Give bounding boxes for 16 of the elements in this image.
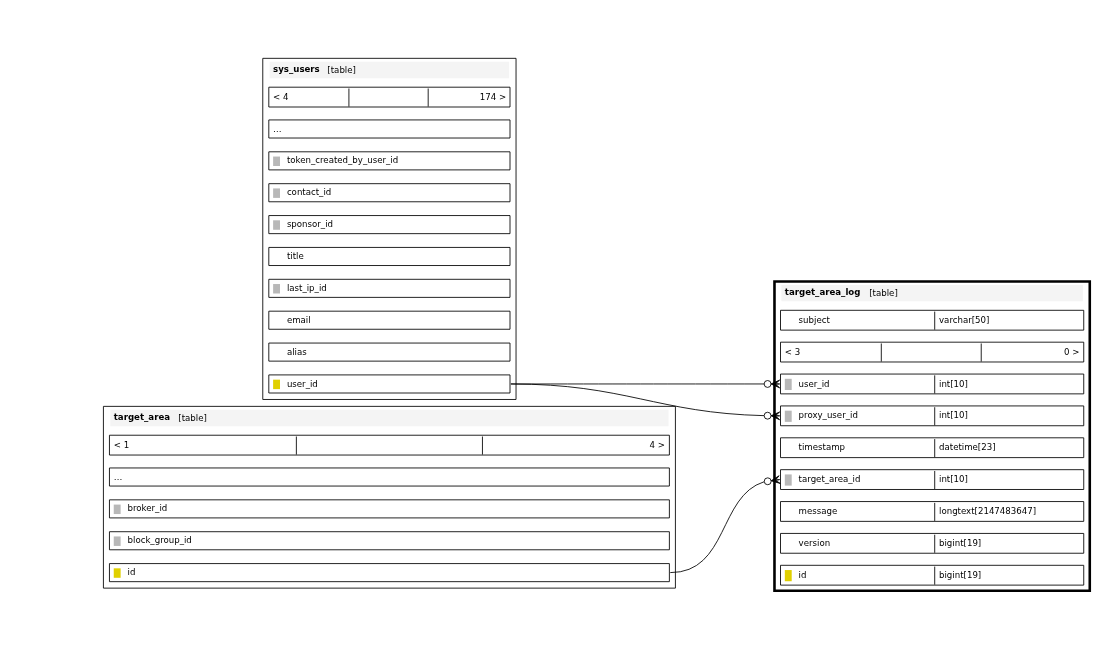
node-box: … <box>268 119 511 139</box>
node-box: block_group_id <box>109 531 670 551</box>
node-box: broker_id <box>109 499 670 519</box>
connector <box>510 379 781 389</box>
node-box: user_id <box>268 374 511 394</box>
node-box: title <box>268 247 511 266</box>
node-box: email <box>268 310 511 330</box>
node-box: contact_id <box>268 183 511 203</box>
node-box: id <box>109 563 670 583</box>
node-box: sponsor_id <box>268 215 511 235</box>
connector <box>510 383 781 421</box>
connector <box>669 475 781 574</box>
node-box: … <box>109 467 670 487</box>
node-box: alias <box>268 342 511 362</box>
node-box: token_created_by_user_id <box>268 151 511 171</box>
node-box: last_ip_id <box>268 278 511 298</box>
